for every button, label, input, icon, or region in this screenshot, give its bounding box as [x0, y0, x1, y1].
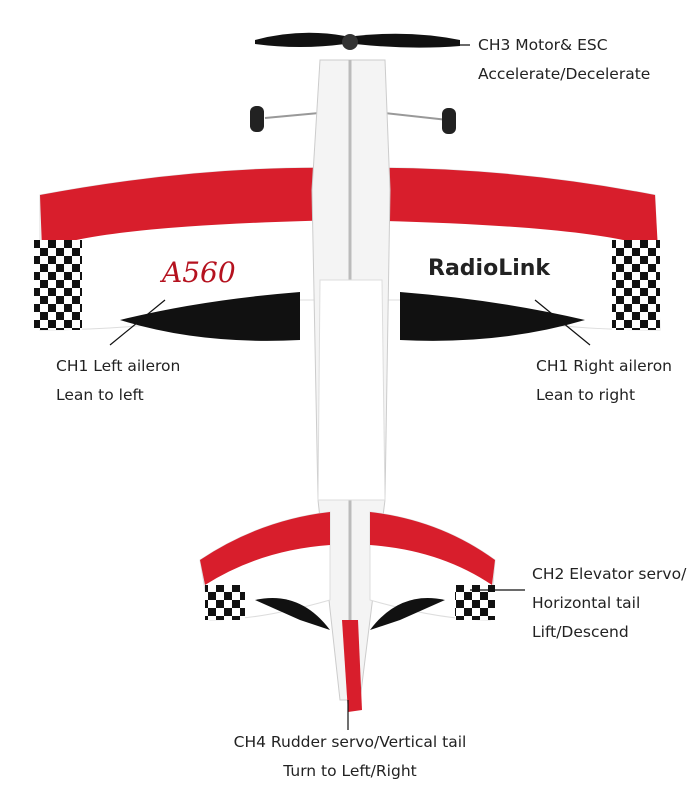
ch1-right-action: Lean to right — [536, 386, 636, 404]
ch1-left-aileron-label: CH1 Left aileron Lean to left — [56, 352, 180, 410]
ch4-title: CH4 Rudder servo/Vertical tail — [233, 733, 467, 751]
fuselage — [311, 59, 391, 701]
horizontal-tail — [199, 511, 496, 630]
propeller — [255, 32, 460, 50]
ch1-left-action: Lean to left — [56, 386, 144, 404]
vertical-tail — [342, 620, 362, 712]
ch1-right-title: CH1 Right aileron — [536, 357, 672, 375]
ch3-title: CH3 Motor& ESC — [478, 36, 608, 54]
ch3-motor-label: CH3 Motor& ESC Accelerate/Decelerate — [478, 31, 650, 89]
ch4-rudder-label: CH4 Rudder servo/Vertical tail Turn to L… — [232, 728, 468, 786]
ch4-action: Turn to Left/Right — [283, 762, 417, 780]
ch2-action: Lift/Descend — [532, 623, 629, 641]
ch2-elevator-label: CH2 Elevator servo/ Horizontal tail Lift… — [532, 560, 686, 647]
ch1-left-title: CH1 Left aileron — [56, 357, 181, 375]
ch2-title: CH2 Elevator servo/ — [532, 565, 687, 583]
brand-logo: RadioLink — [428, 256, 551, 281]
leader-lines — [109, 44, 591, 730]
model-logo: A560 — [159, 256, 236, 289]
ch1-right-aileron-label: CH1 Right aileron Lean to right — [536, 352, 672, 410]
ch2-subtitle: Horizontal tail — [532, 594, 641, 612]
ch3-action: Accelerate/Decelerate — [478, 65, 651, 83]
